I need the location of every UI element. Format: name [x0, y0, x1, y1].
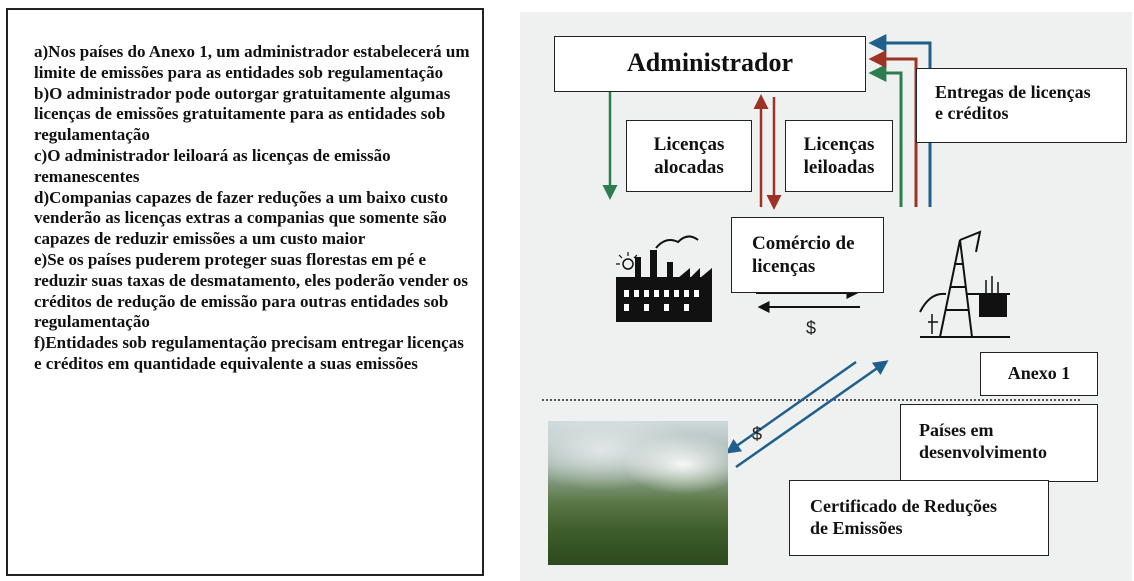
certificate-box: Certificado de Reduções de Emissões: [789, 480, 1049, 556]
developing-label-1: Países em: [919, 420, 994, 440]
oil-rig-icon: [919, 230, 1010, 338]
item-f: f)Entidades sob regulamentação precisam …: [34, 333, 464, 373]
forest-image: [548, 421, 728, 565]
annex1-box: Anexo 1: [980, 352, 1098, 396]
text-panel: a)Nos países do Anexo 1, um administrado…: [6, 8, 484, 576]
trade-label-2: licenças: [752, 256, 816, 277]
allocated-label-1: Licenças: [653, 134, 725, 155]
payment-arrow: [725, 360, 857, 454]
item-a: a)Nos países do Anexo 1, um administrado…: [34, 42, 470, 82]
deliveries-label-2: e créditos: [935, 103, 1009, 123]
certificate-label-1: Certificado de Reduções: [810, 496, 997, 516]
trade-dollar: $: [806, 318, 817, 338]
annex1-label: Anexo 1: [1007, 363, 1071, 383]
trade-box: Comércio de licenças: [731, 217, 884, 293]
auctioned-label-1: Licenças: [803, 134, 875, 155]
developing-box: Países em desenvolvimento: [900, 404, 1098, 482]
item-c: c)O administrador leiloará as licenças d…: [34, 145, 391, 186]
administrator-label: Administrador: [626, 48, 794, 77]
delivery-red-arrow: [868, 50, 918, 207]
auctioned-label-2: leiloadas: [803, 157, 875, 178]
credit-dollar: $: [752, 424, 763, 444]
item-e: e)Se os países puderem proteger suas flo…: [34, 249, 468, 332]
deliveries-label-1: Entregas de licenças: [935, 82, 1091, 102]
auctioned-box: Licenças leiloadas: [785, 120, 893, 192]
item-d: d)Companias capazes de fazer reduções a …: [34, 187, 448, 249]
allocated-label-2: alocadas: [654, 157, 724, 178]
delivery-green-arrow: [868, 64, 903, 207]
delivery-blue-arrow: [868, 34, 932, 207]
credit-arrow: [735, 360, 889, 469]
administrator-box: Administrador: [554, 36, 866, 92]
trade-label-1: Comércio de: [752, 233, 855, 254]
developing-label-2: desenvolvimento: [919, 442, 1047, 462]
diagram-arrows: [542, 34, 1080, 469]
diagram: Administrador Entregas de licenças e cré…: [520, 12, 1132, 581]
deliveries-box: Entregas de licenças e créditos: [916, 68, 1127, 143]
allocated-box: Licenças alocadas: [626, 120, 752, 192]
certificate-label-2: de Emissões: [810, 518, 903, 538]
item-b: b)O administrador pode outorgar gratuita…: [34, 83, 451, 145]
factory-icon: [616, 235, 712, 322]
